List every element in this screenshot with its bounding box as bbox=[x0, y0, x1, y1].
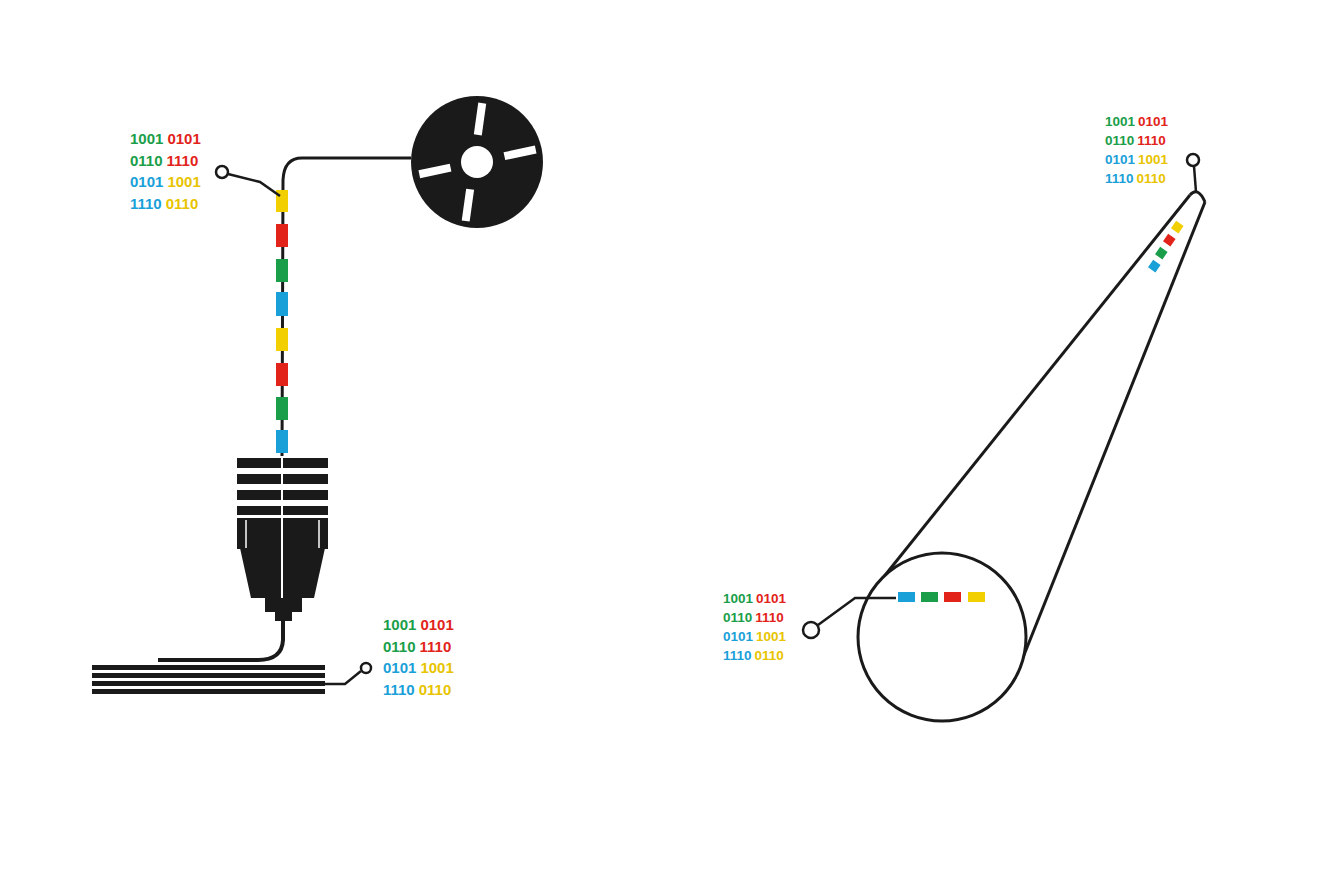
leader-lines bbox=[803, 154, 1199, 638]
binary-code: 1001 bbox=[756, 630, 786, 644]
print-head bbox=[237, 458, 328, 621]
filament-spool bbox=[411, 96, 543, 228]
binary-code: 0110 bbox=[755, 649, 784, 663]
binary-code: 1001 bbox=[1138, 153, 1168, 167]
filament-segments bbox=[276, 190, 288, 453]
tip-segments bbox=[1148, 221, 1184, 273]
binary-code: 1110 bbox=[130, 196, 162, 211]
zoom-segments bbox=[898, 592, 985, 602]
binary-code: 0110 bbox=[130, 153, 163, 168]
binary-code: 0110 bbox=[166, 196, 199, 211]
binary-code: 0101 bbox=[756, 592, 786, 606]
binary-code: 0110 bbox=[419, 682, 452, 697]
binary-code: 0101 bbox=[383, 660, 416, 675]
binary-code: 0101 bbox=[1105, 153, 1135, 167]
binary-code: 1001 bbox=[383, 617, 416, 632]
binary-code: 1001 bbox=[723, 592, 753, 606]
binary-code: 1001 bbox=[420, 660, 453, 675]
binary-code: 0101 bbox=[130, 174, 163, 189]
binary-code: 1110 bbox=[723, 649, 752, 663]
leader-lines bbox=[216, 166, 371, 684]
binary-code: 1110 bbox=[755, 611, 784, 625]
binary-code: 1110 bbox=[383, 682, 415, 697]
binary-code: 0101 bbox=[1138, 115, 1168, 129]
binary-code: 1001 bbox=[1105, 115, 1135, 129]
filament-line bbox=[282, 158, 411, 456]
binary-code: 1110 bbox=[420, 639, 452, 654]
binary-code: 1001 bbox=[130, 131, 163, 146]
binary-code: 1110 bbox=[167, 153, 199, 168]
extruded-line bbox=[158, 620, 283, 660]
binary-code: 1110 bbox=[1137, 134, 1166, 148]
binary-code: 0110 bbox=[723, 611, 752, 625]
binary-code: 0110 bbox=[383, 639, 416, 654]
binary-code: 0101 bbox=[167, 131, 200, 146]
binary-code: 1001 bbox=[167, 174, 200, 189]
printed-layers bbox=[92, 665, 325, 694]
binary-code: 0101 bbox=[723, 630, 753, 644]
binary-code: 0110 bbox=[1137, 172, 1166, 186]
binary-code: 0110 bbox=[1105, 134, 1134, 148]
binary-code: 1110 bbox=[1105, 172, 1134, 186]
binary-code: 0101 bbox=[420, 617, 453, 632]
zoom-cone bbox=[858, 192, 1205, 721]
